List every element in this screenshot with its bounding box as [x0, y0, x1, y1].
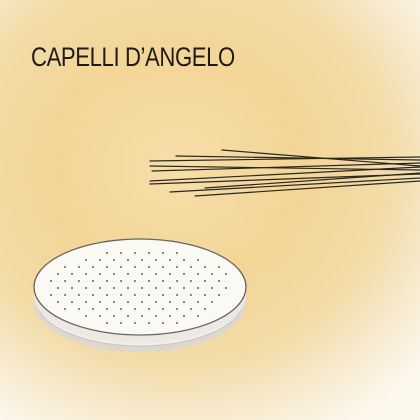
product-title: CAPELLI D’ANGELO [31, 42, 235, 72]
capelli-strands-icon [149, 149, 420, 197]
bronze-die-disc-icon [33, 238, 247, 352]
